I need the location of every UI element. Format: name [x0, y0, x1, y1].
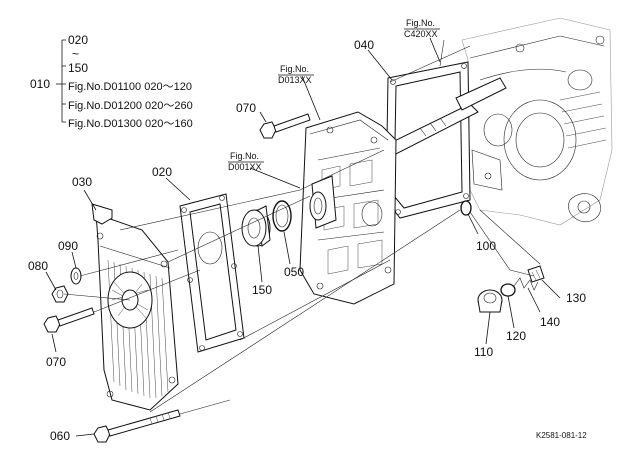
range-start: 020: [68, 33, 88, 47]
finned-cover-030: [91, 203, 179, 411]
fig-ref-d01200: Fig.No.D01200 020～260: [68, 100, 193, 112]
o-ring-050: [272, 200, 292, 232]
callout-c420xx-code: C420XX: [404, 29, 438, 39]
label-090: 090: [58, 239, 78, 253]
label-070-left: 070: [46, 355, 66, 369]
fig-ref-d01100: Fig.No.D01100 020～120: [68, 81, 192, 93]
callout-d013xx: Fig.No. D013XX: [278, 64, 314, 85]
callout-d013xx-top: Fig.No.: [280, 64, 309, 74]
bolt-070-top: [259, 113, 311, 139]
gasket-040: [385, 61, 471, 219]
callout-d001xx-top: Fig.No.: [230, 151, 259, 161]
bolt-070-left: [43, 307, 95, 333]
plug-110: [477, 289, 503, 313]
spring-140: [513, 277, 539, 291]
transmission-case: [461, 17, 613, 226]
label-100: 100: [476, 239, 496, 253]
range-end: 150: [68, 61, 88, 75]
bearing-150: [241, 205, 271, 247]
label-060: 060: [50, 429, 70, 443]
label-110: 110: [474, 345, 493, 359]
label-010: 010: [30, 77, 50, 91]
fitting-130: [527, 265, 545, 283]
assembly-lines: [63, 39, 541, 415]
label-030: 030: [72, 175, 92, 189]
leader-lines: [45, 37, 561, 437]
center-housing: [299, 111, 397, 305]
range-tilde: ~: [72, 47, 79, 61]
label-040: 040: [354, 38, 374, 52]
label-070-top: 070: [236, 101, 256, 115]
callout-c420xx: Fig.No. C420XX: [404, 18, 440, 39]
callout-d001xx-code: D001XX: [228, 162, 262, 172]
label-130: 130: [566, 291, 586, 305]
bolt-060: [93, 409, 181, 443]
fig-ref-d01300: Fig.No.D01300 020～160: [68, 118, 193, 130]
gasket-020: [179, 193, 245, 353]
part-labels: 020 030 040 050 060 070 070 080 090 100 …: [28, 38, 586, 443]
callout-d001xx: Fig.No. D001XX: [228, 151, 264, 172]
o-ring-100: [460, 200, 472, 216]
label-140: 140: [540, 315, 560, 329]
label-080: 080: [28, 259, 48, 273]
callout-c420xx-top: Fig.No.: [406, 18, 435, 28]
o-ring-120: [500, 283, 516, 297]
washer-090: [70, 267, 82, 285]
parts-group-010: 010 020 ~ 150 Fig.No.D01100 020～120 Fig.…: [30, 33, 193, 130]
callout-d013xx-code: D013XX: [278, 75, 312, 85]
label-120: 120: [506, 329, 526, 343]
label-050: 050: [284, 265, 304, 279]
drawing-code: K2581-081-12: [536, 431, 587, 440]
label-150: 150: [252, 283, 272, 297]
label-020-center: 020: [152, 165, 172, 179]
